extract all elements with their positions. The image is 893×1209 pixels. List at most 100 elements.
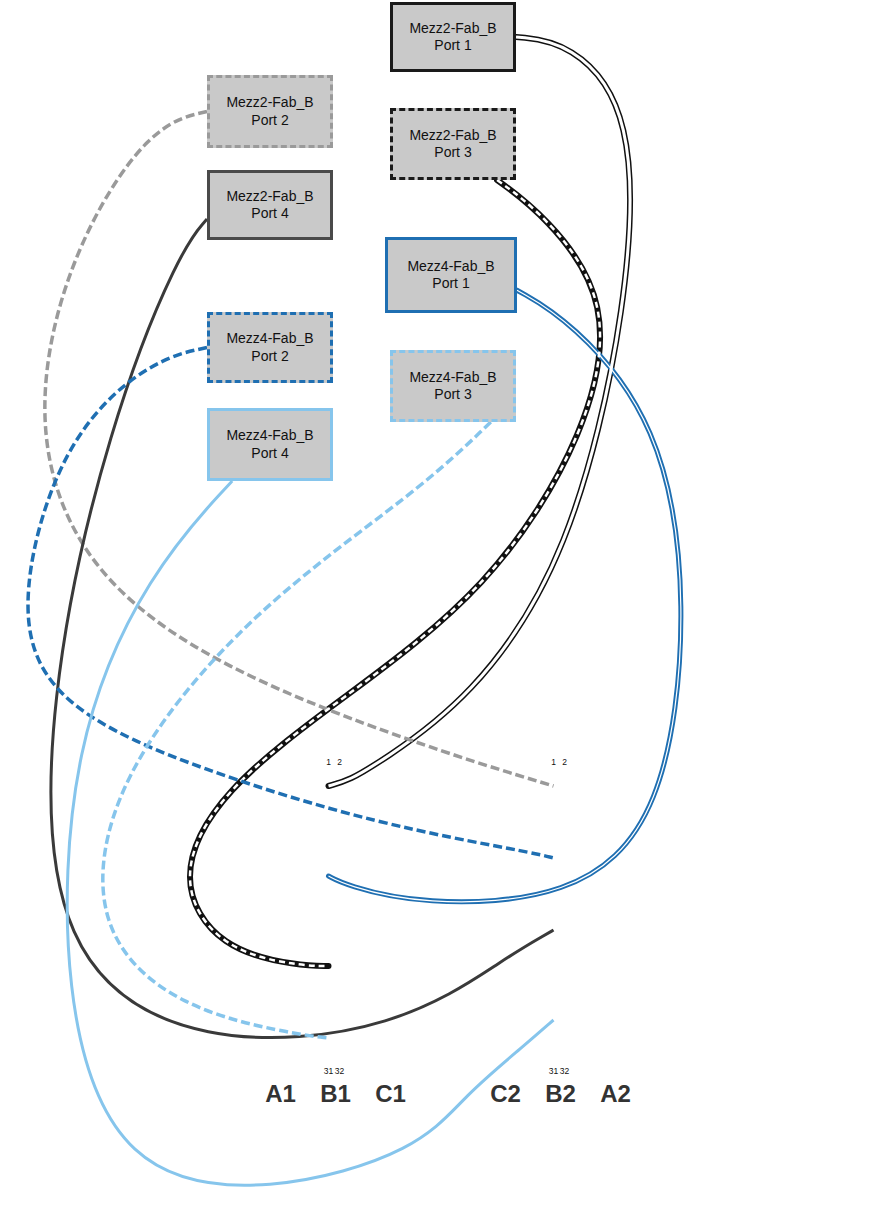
control-box (466, 566, 516, 598)
left-bay-inner (330, 78, 386, 512)
port (559, 921, 570, 939)
io-module: A1 (258, 748, 303, 1110)
callout-box: Mezz4-Fab_B Port 4 (207, 408, 333, 481)
screw (873, 379, 887, 393)
module-body (313, 748, 358, 1110)
port (323, 813, 334, 831)
port (559, 831, 570, 849)
port (548, 939, 559, 957)
callout-text: Mezz4-Fab_B Port 3 (401, 369, 505, 404)
port-number: 32 (560, 1067, 569, 1076)
io-module: C1 (368, 748, 413, 1110)
callout-box: Mezz4-Fab_B Port 1 (385, 237, 517, 313)
io-module: B2 (538, 748, 583, 1110)
port (548, 975, 559, 993)
cable (28, 348, 554, 859)
port (559, 957, 570, 975)
module-label: B1 (320, 1081, 351, 1107)
port-number: 1 (551, 758, 556, 767)
port (559, 885, 570, 903)
port (323, 1047, 334, 1065)
cabled-port (323, 1029, 334, 1047)
io-module: A2 (593, 748, 638, 1110)
port (559, 867, 570, 885)
cable (51, 219, 554, 1038)
port (548, 831, 559, 849)
cabled-port (323, 777, 334, 795)
leader-line (333, 238, 351, 254)
port (334, 777, 345, 795)
blade-slot (798, 46, 858, 532)
port (334, 885, 345, 903)
port (548, 885, 559, 903)
cable (103, 422, 491, 1038)
screw (875, 443, 889, 457)
module-body (593, 748, 638, 1110)
cable-jacket (329, 37, 630, 786)
cabled-port (323, 867, 334, 885)
callout-text: Mezz2-Fab_B Port 2 (218, 94, 322, 129)
port (334, 813, 345, 831)
callout-text: Mezz4-Fab_B Port 4 (218, 427, 322, 462)
slot-highlight (734, 48, 736, 530)
screw (873, 198, 887, 212)
port (323, 939, 334, 957)
callout-text: Mezz2-Fab_B Port 3 (401, 127, 505, 162)
module-body (258, 748, 303, 1110)
port (323, 831, 334, 849)
cable-jacket (329, 290, 681, 902)
port (559, 1047, 570, 1065)
module-shape (593, 748, 638, 1110)
port (334, 1047, 345, 1065)
callout-box: Mezz2-Fab_B Port 4 (207, 170, 333, 240)
chassis-frame (303, 35, 893, 577)
module-shape (538, 748, 583, 1110)
blade-slot (534, 46, 594, 532)
blade-slot (600, 46, 660, 532)
port (559, 903, 570, 921)
port (334, 957, 345, 975)
port (334, 975, 345, 993)
port-number: 31 (324, 1067, 333, 1076)
cabled-port (548, 921, 559, 939)
cable (45, 112, 554, 787)
callout-box: Mezz4-Fab_B Port 3 (390, 350, 516, 422)
module-body (538, 748, 583, 1110)
port (559, 813, 570, 831)
port (334, 921, 345, 939)
port (559, 795, 570, 813)
cabled-port (323, 957, 334, 975)
module-body (483, 748, 528, 1110)
screw (875, 290, 889, 304)
power-button (582, 566, 614, 598)
module-body (368, 748, 413, 1110)
port (548, 795, 559, 813)
leader-line (333, 458, 352, 466)
slot-highlight (602, 48, 604, 530)
callout-text: Mezz2-Fab_B Port 1 (401, 20, 505, 55)
bottom-panel (320, 548, 440, 566)
leader-line (378, 180, 392, 196)
module-shape (258, 748, 303, 1110)
port (334, 1011, 345, 1029)
port (323, 1011, 334, 1029)
module-edge (594, 762, 597, 1109)
module-shape (313, 748, 358, 1110)
port (323, 903, 334, 921)
port-grid (323, 777, 345, 1065)
port-number: 31 (549, 1067, 558, 1076)
callout-text: Mezz4-Fab_B Port 1 (396, 258, 506, 293)
control-button (527, 574, 549, 596)
port (334, 903, 345, 921)
port (548, 957, 559, 975)
port (323, 885, 334, 903)
handle (762, 568, 872, 592)
port (334, 795, 345, 813)
port (548, 903, 559, 921)
slot-highlight (668, 48, 670, 530)
port (559, 1029, 570, 1047)
port (548, 1047, 559, 1065)
port (323, 921, 334, 939)
port-number: 32 (335, 1067, 344, 1076)
